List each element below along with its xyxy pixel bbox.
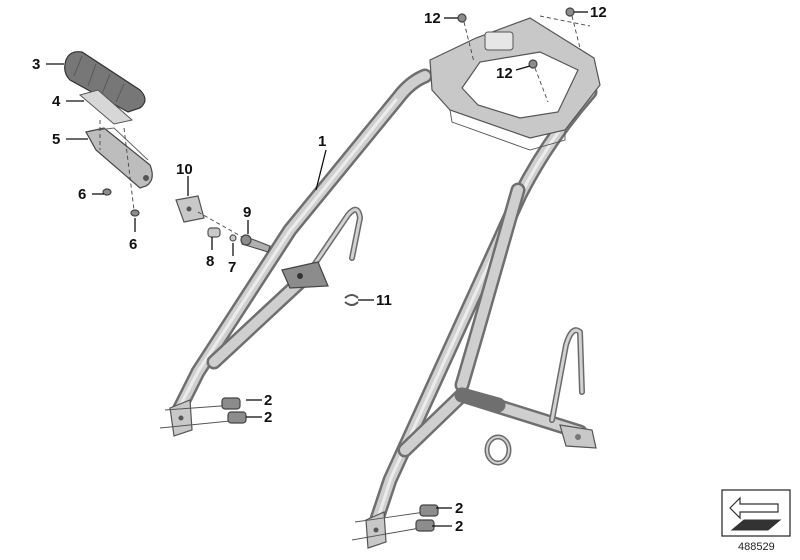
callout-10: 10: [176, 161, 193, 178]
nut-lower: [130, 209, 140, 217]
callout-8: 8: [206, 253, 214, 270]
clamp-bracket: [175, 195, 245, 239]
callout-5: 5: [52, 131, 60, 148]
callout-2c: 2: [455, 500, 463, 517]
screw-rear-upper: [354, 504, 439, 523]
callout-12b: 12: [590, 4, 607, 21]
footpeg-rubber: [64, 51, 146, 113]
view-direction-icon: [721, 489, 791, 537]
pillion-frame: [169, 17, 601, 549]
callout-2b: 2: [264, 409, 272, 426]
callout-leaders: [46, 11, 588, 527]
screw-top-middle: [528, 59, 549, 103]
callout-1: 1: [318, 133, 326, 150]
callout-2d: 2: [455, 518, 463, 535]
callout-6b: 6: [129, 236, 137, 253]
reference-number: 488529: [738, 541, 775, 553]
bushing: [207, 227, 221, 238]
callout-6a: 6: [78, 186, 86, 203]
clip: [344, 294, 359, 306]
bolt: [240, 234, 271, 253]
callout-11: 11: [376, 292, 392, 309]
callout-12a: 12: [424, 10, 441, 27]
nut-upper: [102, 188, 112, 196]
callout-7: 7: [228, 259, 236, 276]
washer: [229, 234, 237, 242]
callout-labels: 1 2 2 2 2 3 4 5 6 6 7 8 9 10 11 12 12 12: [32, 4, 607, 535]
callout-9: 9: [243, 204, 251, 221]
callout-3: 3: [32, 56, 40, 73]
callout-2a: 2: [264, 392, 272, 409]
screw-front-upper: [164, 397, 241, 411]
callout-4: 4: [52, 93, 61, 110]
rubber-insert: [78, 89, 134, 125]
screw-rear-lower: [351, 519, 435, 541]
footpeg: [85, 120, 153, 211]
callout-12c: 12: [496, 65, 513, 82]
